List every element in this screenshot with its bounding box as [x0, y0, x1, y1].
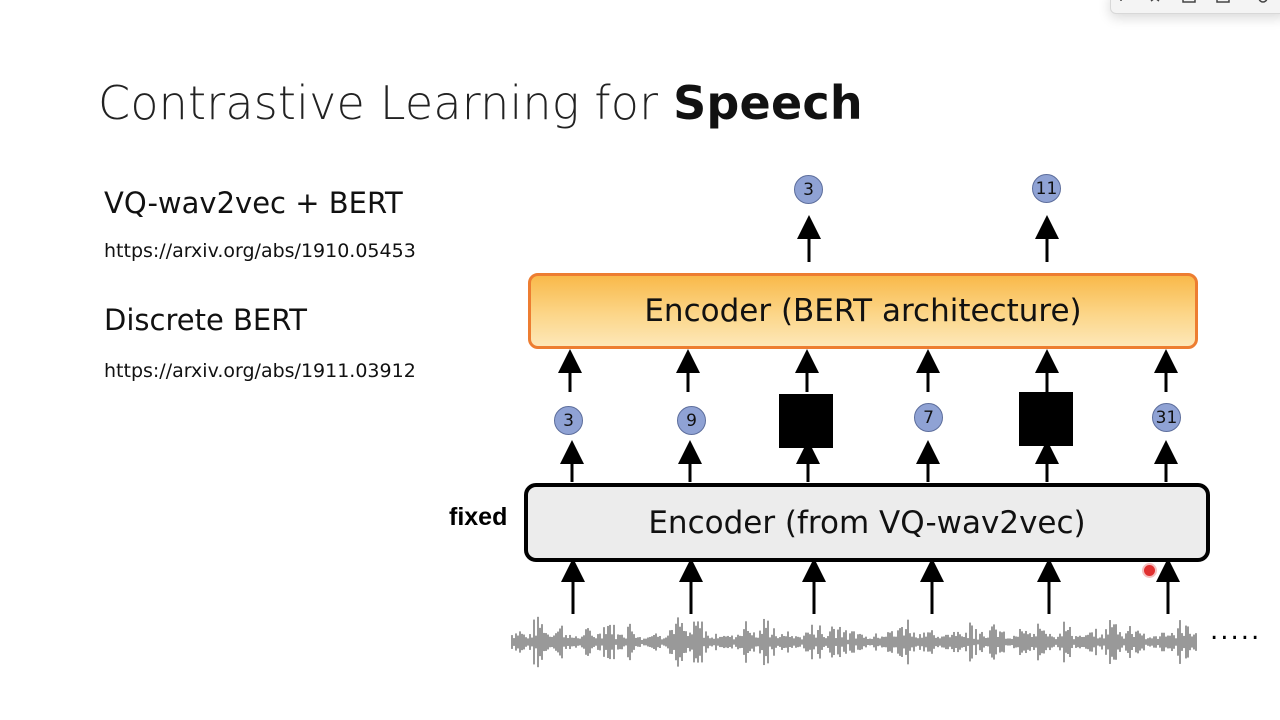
bert-encoder-label: Encoder (BERT architecture)	[644, 293, 1082, 329]
continuation-dots: .....	[1210, 616, 1262, 646]
toolbar-icons	[1120, 0, 1268, 3]
input-token-1: 3	[554, 406, 583, 435]
reference-link-discrete-bert[interactable]: https://arxiv.org/abs/1911.03912	[104, 360, 416, 382]
input-token-4: 7	[914, 403, 943, 432]
reference-link-vq-wav2vec-bert[interactable]: https://arxiv.org/abs/1910.05453	[104, 240, 416, 262]
reference-title-vq-wav2vec-bert: VQ-wav2vec + BERT	[104, 186, 403, 220]
input-token-6: 31	[1152, 403, 1181, 432]
bert-encoder-box: Encoder (BERT architecture)	[528, 273, 1198, 349]
output-token-1: 3	[794, 175, 823, 204]
laser-pointer	[1144, 565, 1155, 576]
vq-encoder-label: Encoder (from VQ-wav2vec)	[648, 504, 1086, 541]
input-token-2: 9	[677, 406, 706, 435]
slide-title: Contrastive Learning for Speech	[98, 76, 863, 130]
masked-token-1	[779, 394, 833, 448]
output-token-2: 11	[1032, 174, 1061, 203]
fixed-label: fixed	[449, 503, 508, 531]
reference-title-discrete-bert: Discrete BERT	[104, 303, 307, 337]
annotation-toolbar	[1110, 0, 1280, 14]
vq-encoder-box: Encoder (from VQ-wav2vec)	[524, 483, 1210, 562]
masked-token-2	[1019, 392, 1073, 446]
